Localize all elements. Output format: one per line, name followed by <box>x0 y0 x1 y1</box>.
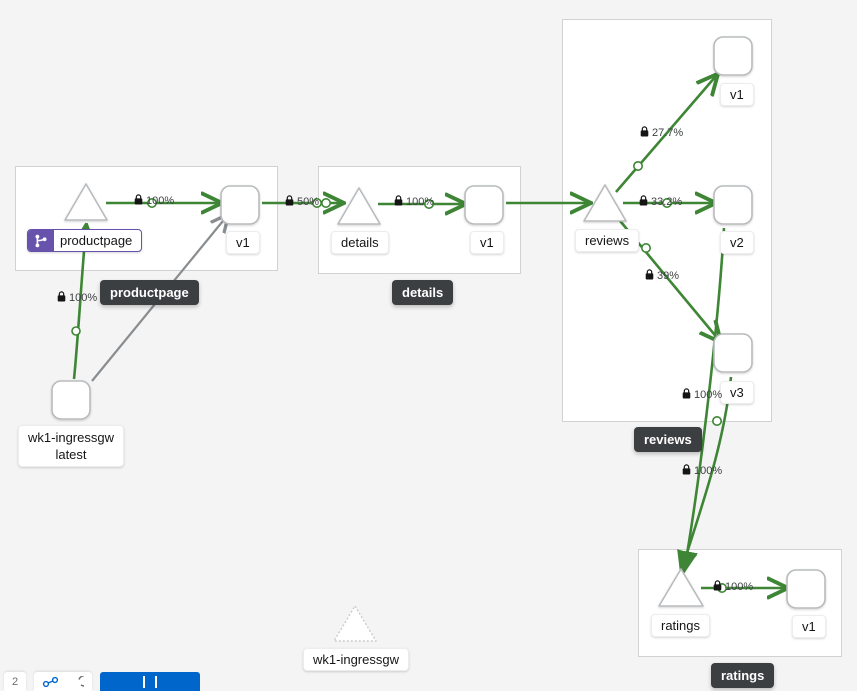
app-box-productpage[interactable] <box>15 166 278 271</box>
node-label-text: v3 <box>730 385 744 400</box>
node-label-reviews-v1[interactable]: v1 <box>720 83 754 106</box>
node-label-ratings-v1[interactable]: v1 <box>792 615 826 638</box>
edge-label-details-svc-to-v1[interactable]: 100% <box>394 195 434 210</box>
node-label-details-svc[interactable]: details <box>331 231 389 254</box>
node-label-text: v1 <box>236 235 250 250</box>
node-label-text: v1 <box>730 87 744 102</box>
mtls-lock-icon <box>713 580 722 595</box>
node-label-line-1: wk1-ingressgw <box>28 430 114 445</box>
node-label-text: v1 <box>802 619 816 634</box>
edge-traffic-percent: 100% <box>406 196 435 208</box>
edge-traffic-percent: 100% <box>725 581 754 593</box>
mtls-lock-icon <box>682 464 691 479</box>
edge-label-productpage-v1-to-details[interactable]: 50% <box>285 195 319 210</box>
node-label-productpage-svc[interactable]: productpage <box>27 229 143 252</box>
zoom-controls[interactable] <box>34 672 93 691</box>
node-label-text: v1 <box>480 235 494 250</box>
tooltip-ratings: ratings <box>711 663 775 688</box>
mtls-lock-icon <box>285 195 294 210</box>
mtls-lock-icon <box>645 269 654 284</box>
edge-label-ratings-svc-to-v1[interactable]: 100% <box>713 580 753 595</box>
mtls-lock-icon <box>639 195 648 210</box>
node-wk1-ingressgw-latest[interactable] <box>51 380 91 420</box>
edge-label-reviews-svc-to-v3[interactable]: 39% <box>645 269 679 284</box>
edge-traffic-percent: 100% <box>146 195 175 207</box>
graph-layout-icon <box>43 676 59 687</box>
reset-view-icon <box>78 675 85 687</box>
edge-traffic-percent: 50% <box>297 196 320 208</box>
node-label-reviews-v2[interactable]: v2 <box>720 231 754 254</box>
edge-traffic-percent: 33.2% <box>651 196 683 208</box>
node-wk1-ingressgw-ghost[interactable] <box>333 605 377 642</box>
edge-label-reviews-v3-to-ratings[interactable]: 100% <box>682 388 722 403</box>
tooltip-productpage: productpage <box>100 280 199 305</box>
node-label-ratings-svc[interactable]: ratings <box>651 614 711 637</box>
node-label-wk1-ingressgw-latest[interactable]: wk1-ingressgw latest <box>18 425 124 467</box>
node-label-reviews-v3[interactable]: v3 <box>720 381 754 404</box>
bottom-toolbar[interactable]: 2 <box>0 672 201 691</box>
edge-traffic-percent: 27.7% <box>652 127 684 139</box>
edge-label-productpage-svc-to-v1[interactable]: 100% <box>134 194 174 209</box>
edge-label-reviews-svc-to-v2[interactable]: 33.2% <box>639 195 682 210</box>
edge-label-ingressgw-to-productpage[interactable]: 100% <box>57 291 97 306</box>
node-label-text: ratings <box>661 618 701 633</box>
app-box-reviews[interactable] <box>562 19 772 422</box>
mtls-lock-icon <box>57 291 66 306</box>
tooltip-details: details <box>392 280 454 305</box>
node-label-text: wk1-ingressgw latest <box>28 429 114 463</box>
mtls-lock-icon <box>682 388 691 403</box>
legend-count: 2 <box>12 675 19 688</box>
app-box-details[interactable] <box>318 166 521 274</box>
tooltip-reviews: reviews <box>634 427 702 452</box>
node-label-line-2: latest <box>55 447 87 462</box>
node-label-text: productpage <box>60 233 133 248</box>
mtls-lock-icon <box>640 126 649 141</box>
node-label-text: reviews <box>585 233 630 248</box>
node-label-reviews-svc[interactable]: reviews <box>575 229 640 252</box>
edge-label-reviews-svc-to-v1[interactable]: 27.7% <box>640 126 683 141</box>
legend-toggle[interactable]: 2 <box>4 672 27 691</box>
mtls-lock-icon <box>394 195 403 210</box>
primary-action-button[interactable] <box>100 672 201 691</box>
node-label-text: v2 <box>730 235 744 250</box>
edge-traffic-percent: 100% <box>694 465 723 477</box>
virtual-service-icon <box>28 230 54 251</box>
mtls-lock-icon <box>134 194 143 209</box>
edge-traffic-percent: 100% <box>69 292 98 304</box>
edge-traffic-percent: 39% <box>657 270 680 282</box>
node-label-details-v1[interactable]: v1 <box>470 231 504 254</box>
node-label-text: wk1-ingressgw <box>313 652 399 667</box>
edge-label-reviews-v2-to-ratings[interactable]: 100% <box>682 464 722 479</box>
node-label-productpage-v1[interactable]: v1 <box>226 231 260 254</box>
node-label-wk1-ingressgw-ghost[interactable]: wk1-ingressgw <box>303 648 409 671</box>
app-box-ratings[interactable] <box>638 549 842 657</box>
edge-traffic-percent: 100% <box>694 389 723 401</box>
node-label-text: details <box>341 235 379 250</box>
